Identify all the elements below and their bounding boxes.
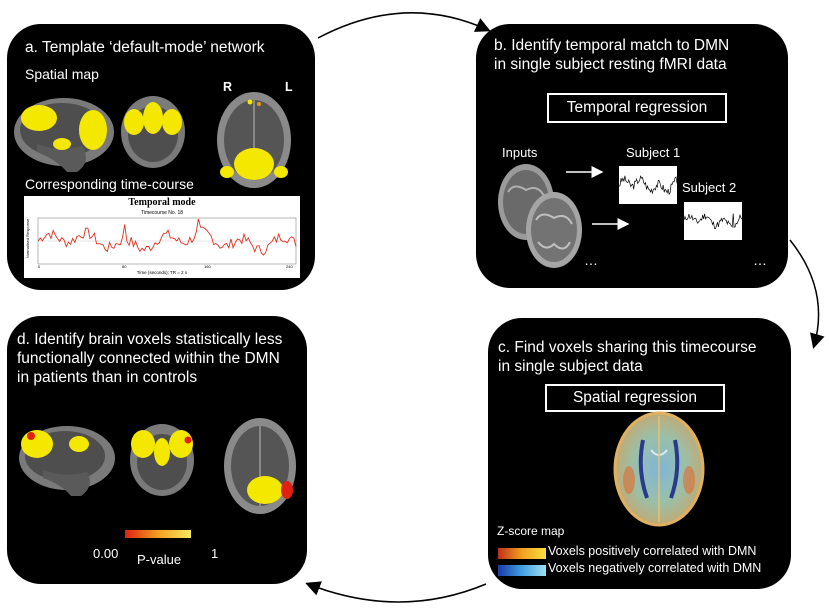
arrow-a-to-b [317,12,491,39]
subject-1-timecourse [618,166,678,204]
input-arrows [566,166,630,230]
spatial-map-label: Spatial map [25,66,99,82]
panel-b: b. Identify temporal match to DMN in sin… [476,24,788,288]
panel-b-title-1: b. Identify temporal match to DMN [494,37,730,54]
plot-xtick-80: 80 [122,264,127,269]
plot-xtick-240: 240 [286,264,293,269]
panel-a-title: a. Template ‘default-mode’ network [25,39,265,56]
scale-label: P-value [137,552,182,567]
panel-d-title-1: d. Identify brain voxels statistically l… [17,331,283,348]
subject-2-label: Subject 2 [682,180,737,195]
arrow-b-to-c [789,239,825,349]
zscore-label: Z-score map [497,524,565,538]
scale-max-label: 1 [211,546,219,561]
timecourse-plot: Temporal mode Timecourse No. 18 Normalis… [24,196,300,278]
timecourse-label: Corresponding time-course [25,176,194,192]
panel-a: a. Template ‘default-mode’ network Spati… [7,24,315,290]
subject-1-label: Subject 1 [626,145,681,160]
panel-c-title-2: in single subject data [498,358,643,375]
plot-xlabel: Time (seconds); TR = 2 s [136,270,188,275]
ellipsis-subjects: … [753,252,767,268]
input-brains [498,164,582,268]
spatial-map-brains [14,92,291,188]
subject-2-timecourse [683,202,743,240]
temporal-regression-box: Temporal regression [547,93,727,123]
panel-d-title-2: functionally connected within the DMN [17,350,280,367]
orientation-left: L [285,80,293,94]
plot-xtick-160: 160 [204,264,211,269]
patient-control-brains [19,418,296,514]
orientation-right: R [223,80,233,94]
spatial-regression-box: Spatial regression [545,384,725,412]
legend-negative-label: Voxels negatively correlated with DMN [548,561,762,575]
plot-xtick-0: 0 [38,264,41,269]
panel-d: d. Identify brain voxels statistically l… [7,316,307,584]
legend-negative-swatch [498,565,546,576]
panel-c: c. Find voxels sharing this timecourse i… [488,318,791,589]
panel-b-title-2: in single subject resting fMRI data [494,56,727,73]
ellipsis-inputs: … [584,252,598,268]
inputs-label: Inputs [502,145,538,160]
panel-c-title-1: c. Find voxels sharing this timecourse [498,339,757,356]
plot-title: Temporal mode [128,197,196,208]
pvalue-colorbar [125,530,191,538]
scale-min-label: 0.00 [93,546,119,561]
plot-subtitle: Timecourse No. 18 [140,210,184,216]
legend-positive-swatch [498,548,546,559]
timecourse-line [37,217,297,265]
panel-d-title-3: in patients than in controls [17,369,198,386]
legend-positive-label: Voxels positively correlated with DMN [548,544,757,558]
plot-ylabel: Normalised Response [25,218,31,259]
arrow-c-to-d [305,581,487,603]
zscore-brain [613,411,705,527]
